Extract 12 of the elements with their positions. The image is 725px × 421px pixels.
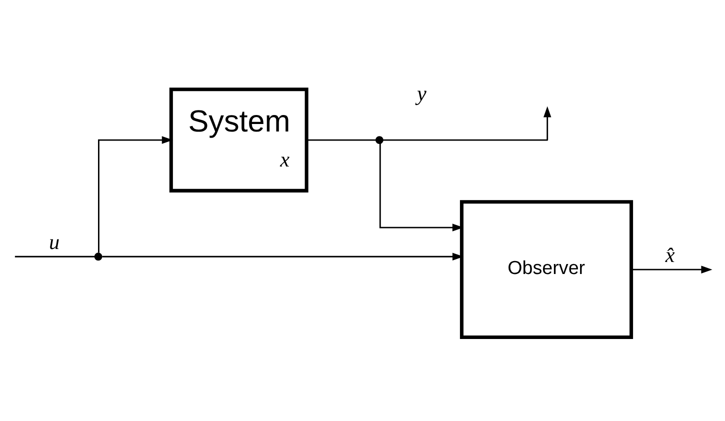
arrow: [98, 136, 173, 252]
node-circle: [375, 136, 384, 144]
node-box: System x: [169, 87, 308, 192]
connector: [306, 138, 376, 140]
connector: [14, 255, 95, 257]
node-circle: [94, 252, 102, 260]
edge-label: u: [48, 229, 60, 254]
edge-label: x̂: [665, 242, 675, 266]
arrow: [382, 106, 552, 140]
arrow: [631, 265, 712, 273]
node-box: Observer: [460, 200, 634, 339]
edge-label: y: [416, 80, 426, 105]
